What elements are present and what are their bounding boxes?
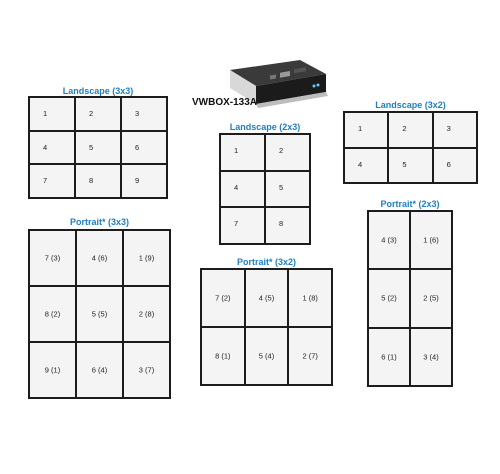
grid-cell: 4 (3) [369, 212, 409, 269]
grid-cell: 7 [30, 165, 74, 197]
landscape-3x3-grid: 1 2 3 4 5 6 7 8 9 [28, 96, 168, 199]
grid-cell: 1 (8) [289, 270, 331, 326]
portrait-2x3-title: Portrait* (2x3) [380, 199, 440, 209]
portrait-3x2-title: Portrait* (3x2) [236, 257, 297, 267]
grid-cell: 2 (7) [289, 328, 331, 384]
grid-cell: 6 [122, 131, 166, 164]
grid-cell: 3 [433, 113, 476, 147]
landscape-3x2-grid: 1 2 3 4 5 6 [343, 111, 478, 184]
video-wall-controller-icon [230, 60, 328, 108]
grid-cell: 4 (6) [77, 231, 122, 285]
grid-cell: 5 [389, 148, 432, 182]
grid-cell: 3 [122, 98, 166, 130]
grid-cell: 4 (5) [245, 270, 288, 326]
grid-cell: 3 (7) [124, 343, 169, 397]
grid-cell: 5 (4) [245, 328, 288, 384]
grid-cell: 1 [345, 113, 388, 147]
grid-cell: 2 [389, 113, 432, 147]
grid-cell: 1 (9) [124, 231, 169, 285]
grid-cell: 4 [221, 171, 264, 207]
grid-cell: 2 (8) [124, 287, 169, 341]
portrait-3x3-grid: 7 (3) 4 (6) 1 (9) 8 (2) 5 (5) 2 (8) 9 (1… [28, 229, 171, 399]
portrait-3x3-title: Portrait* (3x3) [69, 217, 130, 227]
grid-cell: 8 (2) [30, 287, 75, 341]
portrait-2x3-grid: 4 (3) 1 (6) 5 (2) 2 (5) 6 (1) 3 (4) [367, 210, 453, 387]
grid-cell: 7 [221, 208, 264, 243]
grid-cell: 6 (4) [77, 343, 122, 397]
grid-cell: 5 (5) [77, 287, 122, 341]
grid-cell: 7 (3) [30, 231, 75, 285]
grid-cell: 4 [345, 148, 388, 182]
grid-cell: 6 (1) [369, 328, 409, 385]
grid-cell: 2 [76, 98, 120, 130]
grid-cell: 9 [122, 165, 166, 197]
landscape-3x2-title: Landscape (3x2) [375, 100, 446, 110]
grid-cell: 4 [30, 131, 74, 164]
landscape-3x3-title: Landscape (3x3) [62, 86, 134, 96]
landscape-2x3-grid: 1 2 4 5 7 8 [219, 133, 311, 245]
grid-cell: 5 (2) [369, 270, 409, 327]
grid-cell: 8 [76, 165, 120, 197]
grid-cell: 9 (1) [30, 343, 75, 397]
grid-cell: 1 [30, 98, 74, 130]
grid-cell: 8 (1) [202, 328, 244, 384]
grid-cell: 5 [76, 131, 120, 164]
landscape-2x3-title: Landscape (2x3) [229, 122, 301, 132]
grid-cell: 2 [266, 135, 309, 170]
grid-cell: 1 [221, 135, 264, 170]
grid-cell: 7 (2) [202, 270, 244, 326]
device-label: VWBOX-133A [192, 97, 258, 108]
grid-cell: 6 [433, 148, 476, 182]
grid-cell: 1 (6) [411, 212, 451, 269]
grid-cell: 8 [266, 208, 309, 243]
grid-cell: 3 (4) [411, 328, 451, 385]
grid-cell: 2 (5) [411, 270, 451, 327]
portrait-3x2-grid: 7 (2) 4 (5) 1 (8) 8 (1) 5 (4) 2 (7) [200, 268, 333, 386]
grid-cell: 5 [266, 171, 309, 207]
